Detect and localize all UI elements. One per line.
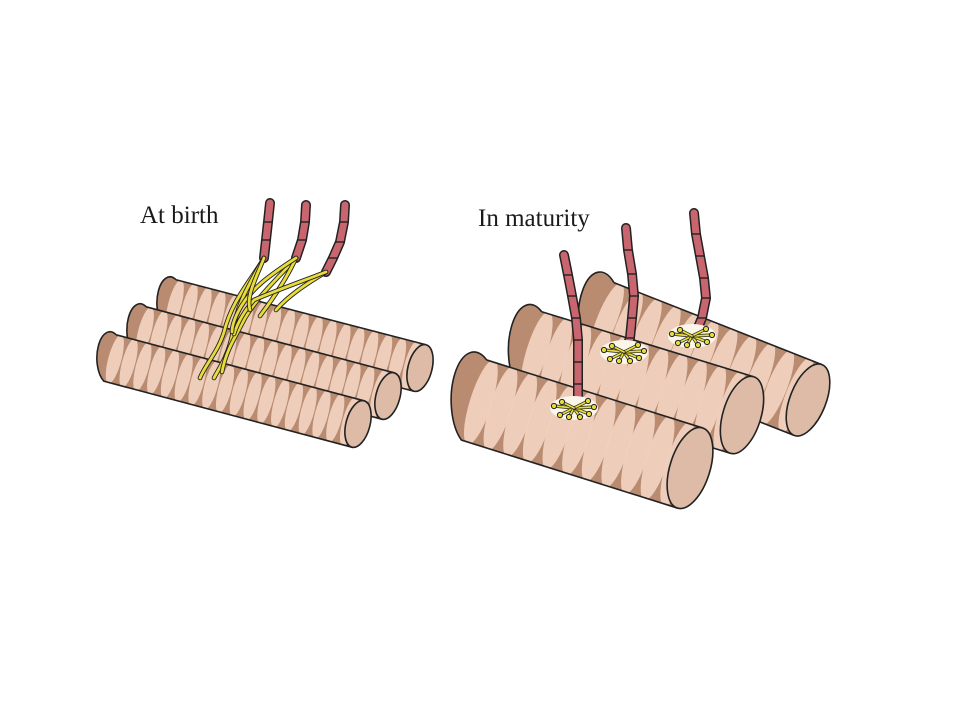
fiber-outline <box>96 330 365 448</box>
endplate-bouton <box>694 341 702 349</box>
endplate-bouton <box>590 403 598 411</box>
fiber-band <box>147 345 166 395</box>
muscle-fiber-m2 <box>507 303 765 455</box>
fiber-band <box>326 393 345 443</box>
fiber-band <box>243 371 262 421</box>
fiber-end-cap <box>719 375 765 455</box>
endplate-bouton <box>576 413 584 421</box>
fiber-end-cap <box>666 426 714 510</box>
fiber-band <box>257 375 276 425</box>
fiber-band <box>621 409 655 494</box>
endplate-bouton <box>615 357 623 365</box>
endplate-m2 <box>600 340 648 365</box>
fiber-band <box>174 353 193 403</box>
fiber-band <box>105 334 124 384</box>
fiber-end-cap <box>344 399 372 449</box>
endplate-bouton <box>626 357 634 365</box>
fiber-band <box>133 342 152 392</box>
nerve-terminal-b1 <box>212 256 266 380</box>
endplate-bouton <box>585 410 593 418</box>
birth-axon-group <box>197 198 350 381</box>
endplate-bouton <box>676 326 684 334</box>
endplate-bouton <box>608 342 616 350</box>
fiber-band <box>581 397 616 482</box>
fiber-band <box>271 378 290 428</box>
endplate-bouton <box>565 413 573 421</box>
muscle-fiber-m3 <box>450 351 714 510</box>
endplate-bouton <box>556 411 564 419</box>
endplate-bouton <box>635 354 643 362</box>
endplate-bouton <box>683 341 691 349</box>
fiber-band <box>617 341 649 422</box>
endplate-bouton <box>702 325 710 333</box>
motor-axon-b2 <box>291 200 311 263</box>
endplate-bouton <box>640 347 648 355</box>
motor-axon-b3 <box>321 200 350 277</box>
muscle-fiber-b3 <box>96 330 372 449</box>
axon-fill <box>260 199 274 262</box>
motor-axon-m3 <box>689 208 711 337</box>
fiber-band <box>483 366 518 451</box>
motor-axon-m2 <box>621 223 639 355</box>
fiber-band <box>540 317 572 399</box>
endplate-bouton <box>550 402 558 410</box>
fiber-band <box>655 353 688 434</box>
fiber-outline <box>450 351 703 509</box>
fiber-band <box>636 347 669 428</box>
label-at-birth: At birth <box>140 202 219 229</box>
fiber-end-cap <box>374 371 402 421</box>
axon-fill <box>292 201 310 262</box>
endplate-bouton <box>703 338 711 346</box>
endplate-bouton <box>584 397 592 405</box>
fiber-band <box>312 389 331 439</box>
endplate-bouton <box>668 330 676 338</box>
endplate-bouton <box>600 346 608 354</box>
motor-axon-m1 <box>559 250 583 409</box>
endplate-bouton <box>634 341 642 349</box>
nerve-terminal-b7 <box>247 256 266 312</box>
fiber-band <box>229 367 248 417</box>
mature-axon-group <box>550 208 716 421</box>
fiber-band <box>119 338 138 388</box>
label-in-maturity: In maturity <box>478 205 590 232</box>
fiber-band <box>284 382 304 432</box>
fiber-end-cap <box>785 363 831 437</box>
fiber-band <box>601 403 636 488</box>
endplate-bouton <box>606 355 614 363</box>
nerve-terminal-b2 <box>220 256 298 374</box>
endplate-m1 <box>550 396 598 421</box>
fiber-band <box>160 349 180 399</box>
mature-fiber-group <box>450 271 831 510</box>
fiber-band <box>520 311 553 393</box>
endplate-m3 <box>668 324 716 349</box>
fiber-band <box>759 350 795 425</box>
fiber-end-cap <box>406 343 434 393</box>
endplate-bouton <box>558 398 566 406</box>
endplate-bouton <box>674 339 682 347</box>
fiber-band <box>463 359 498 445</box>
fiber-band <box>215 364 235 414</box>
motor-axon-b1 <box>259 198 275 263</box>
fiber-band <box>298 386 317 436</box>
endplate-bouton <box>708 331 716 339</box>
fiber-band <box>640 415 675 500</box>
fiber-band <box>522 378 557 463</box>
fiber-band <box>503 372 538 457</box>
nerve-terminal-b5 <box>232 270 328 336</box>
fiber-band <box>675 359 707 440</box>
fiber-band <box>694 364 727 446</box>
axon-fill <box>560 251 582 408</box>
nerve-terminal-b6 <box>230 256 298 334</box>
